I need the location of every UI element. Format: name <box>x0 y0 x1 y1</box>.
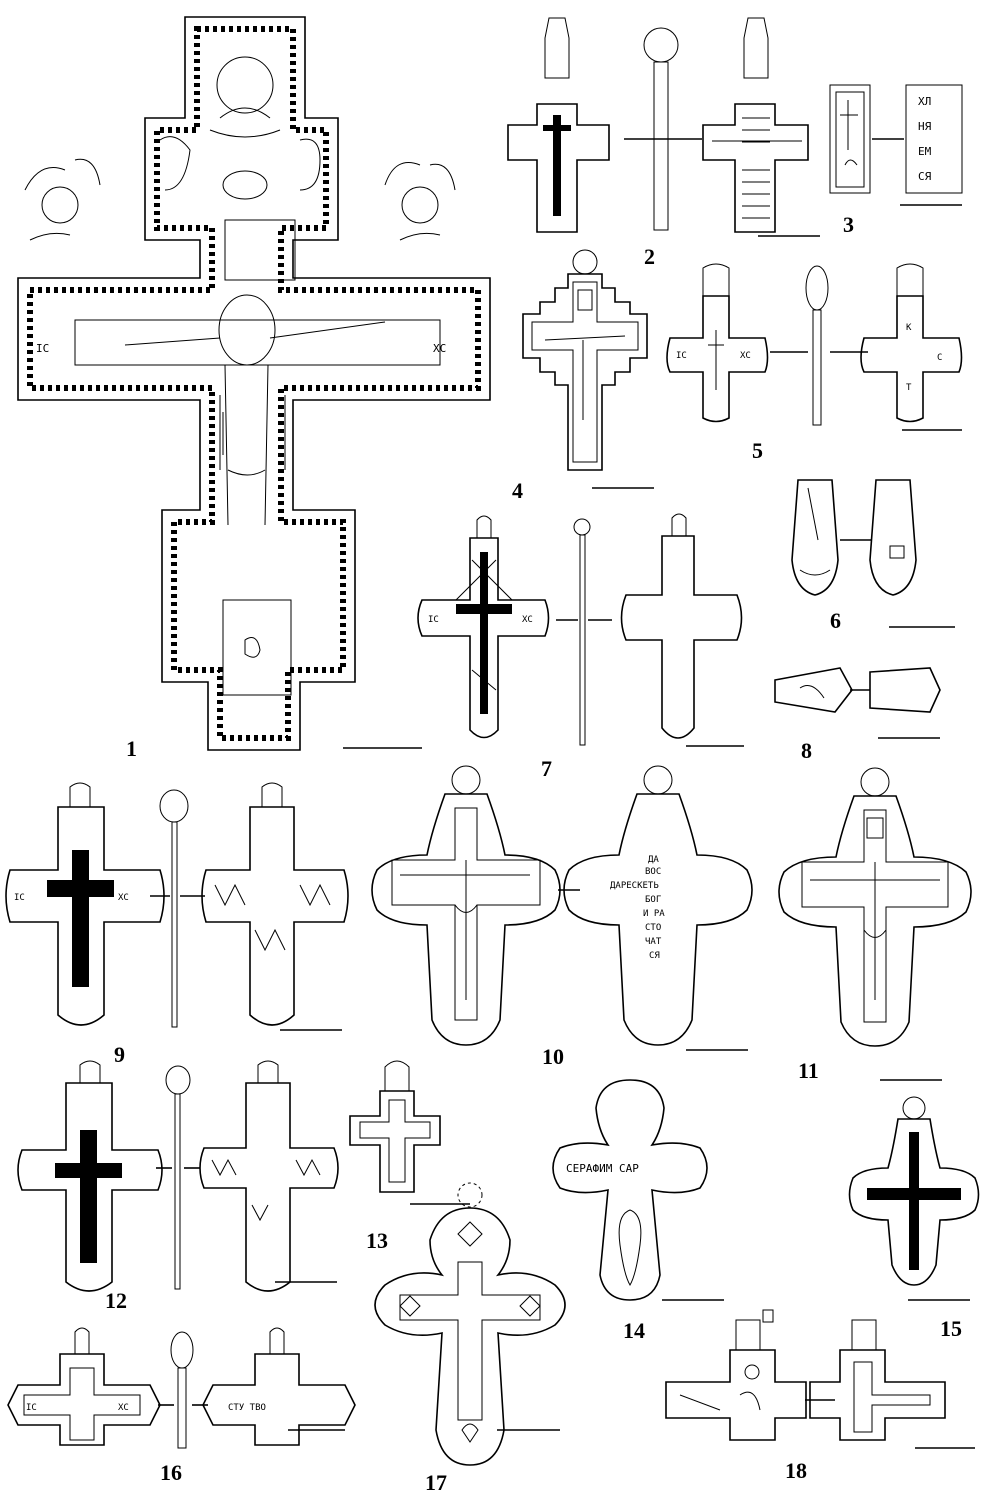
f5-ic-inscription: IC <box>676 351 687 361</box>
f9-xc-inscription: XC <box>118 893 129 903</box>
figure-18-fragment <box>665 1309 946 1441</box>
f3-back-line-4: СЯ <box>918 170 932 183</box>
figure-number-3: 3 <box>843 212 854 237</box>
f5-back-line-3: Т <box>906 383 912 393</box>
f10-back-line-2: ВОС <box>645 867 661 877</box>
f3-back-line-3: ЕМ <box>918 145 932 158</box>
f5-back-line-1: К <box>906 323 912 333</box>
figure-number-2: 2 <box>644 244 655 269</box>
figure-9-cross <box>5 782 349 1028</box>
f14-inscription: СЕРАФИМ САР <box>566 1162 639 1175</box>
f16-ic-inscription: IC <box>26 1403 37 1413</box>
f10-back-line-8: СЯ <box>649 951 660 961</box>
figure-number-8: 8 <box>801 738 812 763</box>
f5-xc-inscription: XC <box>740 351 751 361</box>
figure-7-cross <box>417 513 743 746</box>
figure-number-18: 18 <box>785 1458 807 1483</box>
figure-number-6: 6 <box>830 608 841 633</box>
f10-back-line-6: СТО <box>645 923 661 933</box>
figure-number-5: 5 <box>752 438 763 463</box>
figure-2-cross <box>507 17 809 233</box>
figure-8-fragment <box>774 667 941 713</box>
figure-5-cross <box>666 263 963 426</box>
figure-10-cross <box>371 765 753 1046</box>
figure-12-cross <box>17 1060 339 1292</box>
figure-14-cross <box>552 1079 708 1301</box>
figure-number-4: 4 <box>512 478 523 503</box>
figure-number-17: 17 <box>425 1470 447 1495</box>
figure-11-cross <box>778 767 972 1047</box>
figure-15-cross <box>848 1096 980 1286</box>
f5-back-line-2: С <box>937 353 942 363</box>
figure-number-15: 15 <box>940 1316 962 1341</box>
figure-13-cross <box>349 1060 441 1193</box>
figure-number-13: 13 <box>366 1228 388 1253</box>
figure-16-cross <box>7 1327 356 1449</box>
figure-number-10: 10 <box>542 1044 564 1069</box>
f9-ic-inscription: IC <box>14 893 25 903</box>
f16-back-inscription: СТУ ТВО <box>228 1403 266 1413</box>
f7-ic-inscription: IC <box>428 615 439 625</box>
f10-back-line-1: ДА <box>648 855 659 865</box>
f3-back-line-1: ХЛ <box>918 95 931 108</box>
figure-3-fragment <box>829 84 963 194</box>
figure-number-16: 16 <box>160 1460 182 1485</box>
figure-number-1: 1 <box>126 736 137 761</box>
figure-number-14: 14 <box>623 1318 645 1343</box>
figure-number-12: 12 <box>105 1288 127 1313</box>
figure-number-7: 7 <box>541 756 552 781</box>
figure-number-11: 11 <box>798 1058 819 1083</box>
f7-xc-inscription: XC <box>522 615 533 625</box>
f10-back-line-7: ЧАТ <box>645 937 662 947</box>
figure-4-cross <box>522 249 648 471</box>
f1-ic-inscription: IC <box>36 342 49 355</box>
figure-6-fragment <box>791 479 917 596</box>
f10-back-line-5: И РА <box>643 909 665 919</box>
f10-back-line-3: ДАРЕСКЕТЬ <box>610 881 659 891</box>
figure-number-9: 9 <box>114 1042 125 1067</box>
f16-xc-inscription: XC <box>118 1403 129 1413</box>
figure-1-cross <box>17 16 491 751</box>
f1-xc-inscription: XC <box>433 342 446 355</box>
figure-17-cross <box>374 1182 566 1466</box>
f3-back-line-2: НЯ <box>918 120 932 133</box>
f10-back-line-4: БОГ <box>645 895 661 905</box>
